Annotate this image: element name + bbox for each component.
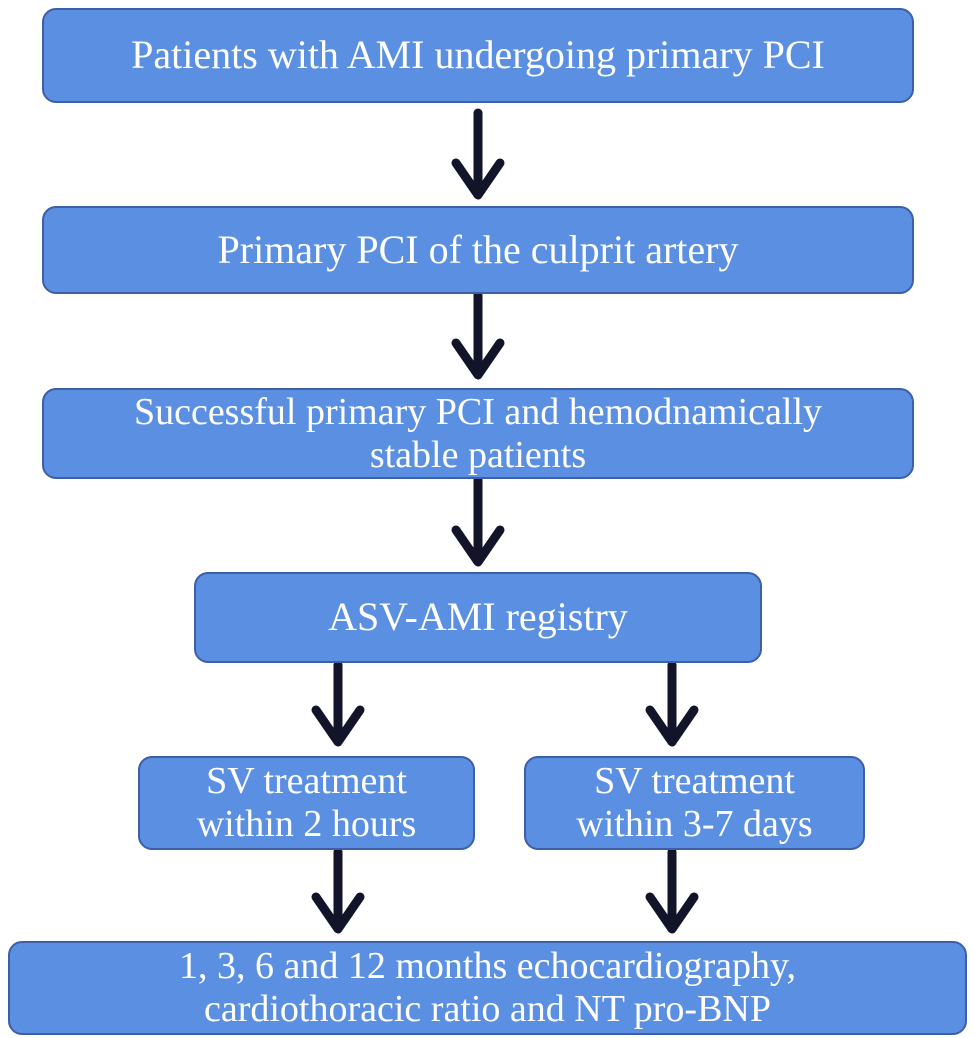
node-text-line: stable patients (369, 433, 587, 476)
node-text-line: Successful primary PCI and hemodnamicall… (133, 390, 823, 433)
node-text-line: within 2 hours (196, 803, 417, 845)
node-text-line: cardiothoracic ratio and NT pro-BNP (203, 988, 771, 1030)
arrow-primary-pci-to-successful (451, 290, 505, 380)
node-text-line: within 3-7 days (576, 803, 813, 845)
arrow-registry-to-early (311, 660, 365, 747)
arrow-early-to-followup (311, 847, 365, 934)
arrow-late-to-followup (645, 847, 699, 934)
arrow-patients-to-primary-pci (451, 108, 505, 200)
node-text-line: SV treatment (594, 760, 795, 803)
node-patients-with-ami: Patients with AMI undergoing primary PCI (42, 8, 914, 103)
node-text: SV treatment within 3-7 days (576, 760, 812, 845)
node-text-line: 1, 3, 6 and 12 months echocardiography, (179, 945, 796, 988)
node-asv-ami-registry: ASV-AMI registry (194, 572, 762, 663)
node-text-line: SV treatment (206, 760, 407, 803)
node-text: ASV-AMI registry (328, 594, 628, 640)
node-follow-up: 1, 3, 6 and 12 months echocardiography, … (8, 941, 967, 1035)
node-text: Primary PCI of the culprit artery (217, 226, 739, 273)
node-text: Patients with AMI undergoing primary PCI (131, 32, 825, 78)
node-text-line: Patients with AMI undergoing primary PCI (131, 32, 825, 78)
arrow-registry-to-late (645, 660, 699, 747)
node-successful-pci: Successful primary PCI and hemodnamicall… (42, 388, 914, 479)
arrow-successful-to-registry (451, 475, 505, 567)
node-text: SV treatment within 2 hours (197, 760, 417, 845)
node-text-line: ASV-AMI registry (328, 594, 628, 640)
node-primary-pci: Primary PCI of the culprit artery (42, 206, 914, 294)
node-text: 1, 3, 6 and 12 months echocardiography, … (179, 945, 796, 1030)
node-sv-treatment-early: SV treatment within 2 hours (138, 756, 475, 850)
node-text-line: Primary PCI of the culprit artery (217, 226, 739, 272)
node-text: Successful primary PCI and hemodnamicall… (134, 391, 822, 476)
node-sv-treatment-late: SV treatment within 3-7 days (524, 756, 865, 850)
